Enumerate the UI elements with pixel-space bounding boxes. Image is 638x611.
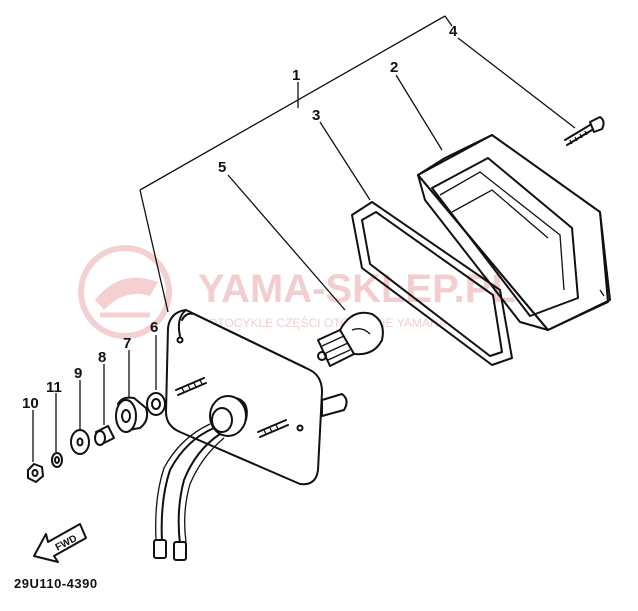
spring-washer-part-11 (51, 452, 63, 468)
wire-harness (153, 423, 225, 561)
spacer-part-7 (115, 396, 149, 433)
part-label-5: 5 (218, 159, 226, 176)
part-label-8: 8 (98, 349, 106, 366)
gasket (351, 201, 513, 366)
lens-housing (417, 134, 611, 331)
part-label-3: 3 (312, 107, 320, 124)
watermark-subtext: MOTOCYKLE CZĘŚCI OTOCZENIE YAMAHA (198, 315, 447, 330)
screw-part-4 (564, 116, 605, 146)
washer-part-9 (70, 429, 90, 455)
collar-part-8 (94, 425, 115, 446)
watermark-logo (78, 245, 172, 339)
nut-part-10 (27, 463, 44, 483)
part-labels: 4 1 2 3 5 6 7 8 9 11 10 (22, 23, 458, 412)
part-label-2: 2 (390, 59, 398, 76)
part-label-9: 9 (74, 365, 82, 382)
part-label-4: 4 (449, 23, 458, 40)
forward-arrow-icon: FWD (33, 523, 87, 563)
part-label-10: 10 (22, 395, 39, 412)
washer-part-6 (146, 392, 166, 416)
drawing-code: 29U110-4390 (14, 576, 98, 591)
base-plate (165, 309, 348, 486)
leader-lines (32, 15, 576, 462)
bulb (317, 311, 384, 367)
part-label-7: 7 (123, 335, 131, 352)
part-label-1: 1 (292, 67, 300, 84)
watermark-text: YAMA-SKLEP.PL (198, 267, 516, 311)
part-label-6: 6 (150, 319, 158, 336)
part-label-11: 11 (46, 379, 62, 396)
